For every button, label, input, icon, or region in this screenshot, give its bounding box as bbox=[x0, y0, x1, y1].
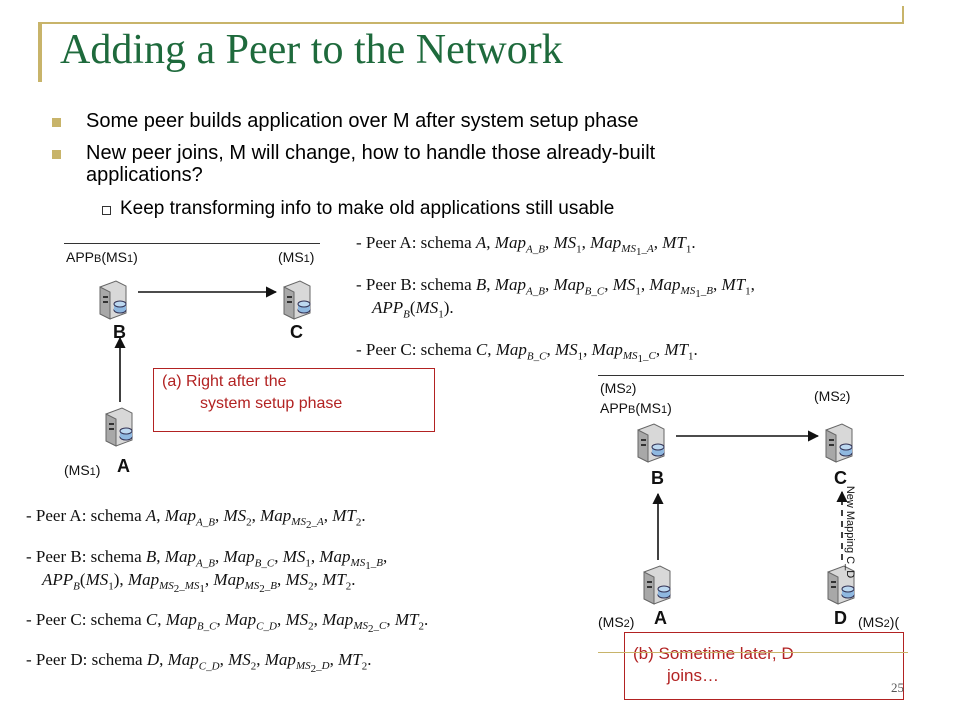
server-icon bbox=[637, 423, 665, 463]
diagram-b-top-rule bbox=[598, 375, 904, 376]
bullet-2-line2: applications? bbox=[86, 164, 203, 186]
diagram-b-label-ms2: (MS2) bbox=[600, 380, 637, 396]
diagram-a-top-rule bbox=[64, 243, 320, 244]
peer-d-bottom: - Peer D: schema D, MapC_D, MS2, MapMS2_… bbox=[26, 650, 372, 676]
diagram-b-label-d: (MS2)( bbox=[858, 614, 900, 630]
diagram-a-label-b: APPB(MS1) bbox=[66, 249, 138, 265]
diagram-b-label-c: (MS2) bbox=[814, 388, 851, 404]
bullet-marker bbox=[52, 118, 61, 127]
title-rule-end bbox=[902, 6, 904, 24]
peer-b-bottom-line2: APPB(MS1), MapMS2_MS1, MapMS2_B, MS2, MT… bbox=[42, 570, 356, 596]
diagram-b-label-b: APPB(MS1) bbox=[600, 400, 672, 416]
footer-rule bbox=[598, 652, 908, 653]
server-icon bbox=[643, 565, 671, 605]
page-title: Adding a Peer to the Network bbox=[60, 27, 563, 73]
caption-line: (a) Right after the bbox=[162, 373, 287, 390]
diagram-a-label-a: (MS1) bbox=[64, 462, 101, 478]
title-bar bbox=[38, 22, 42, 82]
diagram-a-node-a: A bbox=[117, 456, 130, 476]
diagram-b-node-c: C bbox=[834, 468, 847, 488]
diagram-b-node-b: B bbox=[651, 468, 664, 488]
peer-a-bottom: - Peer A: schema A, MapA_B, MS2, MapMS2_… bbox=[26, 506, 366, 532]
diagram-a-label-c: (MS1) bbox=[278, 249, 315, 265]
peer-a-top: - Peer A: schema A, MapA_B, MS1, MapMS1_… bbox=[356, 233, 696, 259]
sub-bullet: Keep transforming info to make old appli… bbox=[120, 198, 615, 218]
diagram-b-caption: (b) Sometime later, D joins… bbox=[624, 632, 904, 700]
server-icon bbox=[827, 565, 855, 605]
bullet-marker bbox=[52, 150, 61, 159]
diagram-b-node-d: D bbox=[834, 608, 847, 628]
peer-c-bottom: - Peer C: schema C, MapB_C, MapC_D, MS2,… bbox=[26, 610, 429, 636]
page-number: 25 bbox=[891, 680, 904, 695]
server-icon bbox=[99, 280, 127, 320]
diagram-a-node-b: B bbox=[113, 322, 126, 342]
title-rule bbox=[38, 22, 904, 24]
peer-c-top: - Peer C: schema C, MapB_C, MS1, MapMS1_… bbox=[356, 340, 698, 366]
server-icon bbox=[105, 407, 133, 447]
sub-bullet-marker bbox=[102, 206, 111, 215]
caption-line: joins… bbox=[667, 666, 719, 685]
peer-b-top-line2: APPB(MS1). bbox=[372, 298, 454, 321]
server-icon bbox=[825, 423, 853, 463]
caption-line: (b) Sometime later, D bbox=[633, 644, 794, 663]
bullet-1: Some peer builds application over M afte… bbox=[86, 110, 639, 132]
peer-b-bottom-line1: - Peer B: schema B, MapA_B, MapB_C, MS1,… bbox=[26, 547, 388, 573]
bullet-2-line1: New peer joins, M will change, how to ha… bbox=[86, 142, 656, 164]
diagram-b-label-a: (MS2) bbox=[598, 614, 635, 630]
peer-b-top-line1: - Peer B: schema B, MapA_B, MapB_C, MS1,… bbox=[356, 275, 755, 301]
diagram-a-caption: (a) Right after the system setup phase bbox=[153, 368, 435, 432]
diagram-a-node-c: C bbox=[290, 322, 303, 342]
server-icon bbox=[283, 280, 311, 320]
diagram-b-edge-label: New Mapping C_D bbox=[844, 485, 856, 579]
diagram-b-node-a: A bbox=[654, 608, 667, 628]
caption-line: system setup phase bbox=[200, 395, 343, 412]
